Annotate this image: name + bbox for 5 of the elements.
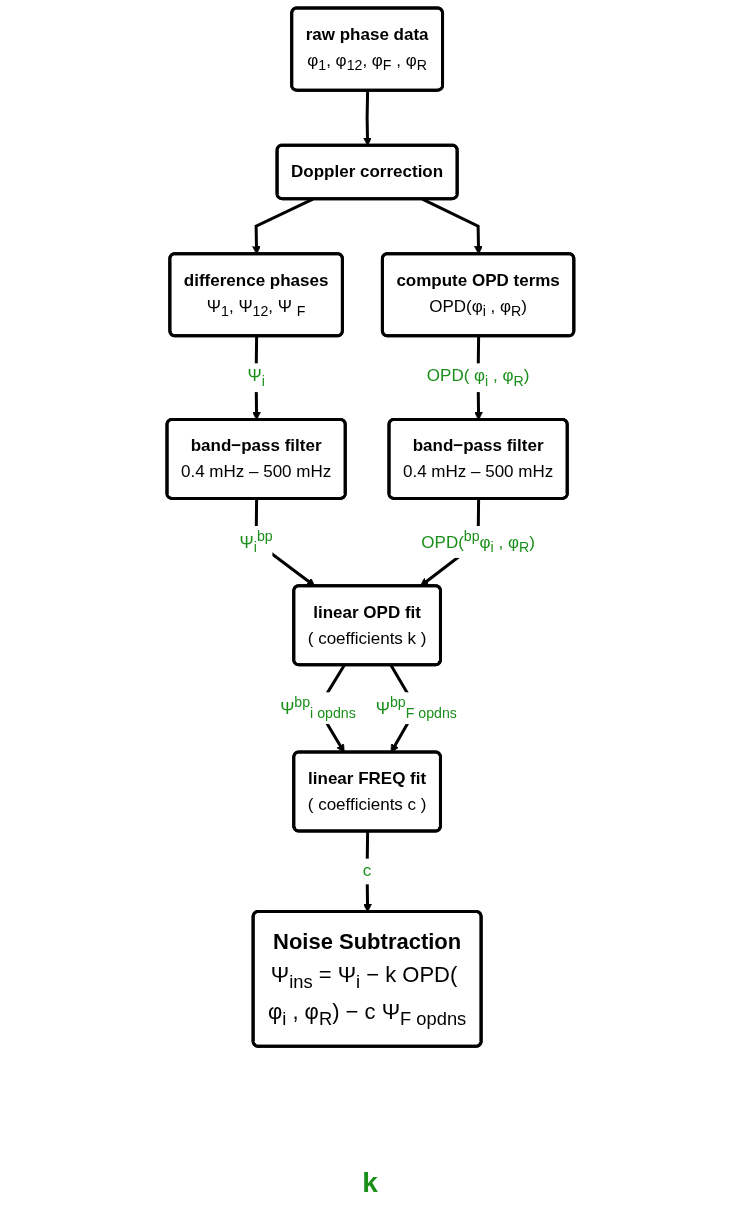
edge-label: OPD( φ$_{i}$ , φ$_{R}$) [426,366,529,389]
edge-label: Ψ$_{i}$ [247,366,265,389]
label-text: k [362,1167,378,1199]
edge-label: OPD($^{bp}$φ$_{i}$ , φ$_{R}$) [420,527,535,555]
edge-label: c [362,861,371,881]
